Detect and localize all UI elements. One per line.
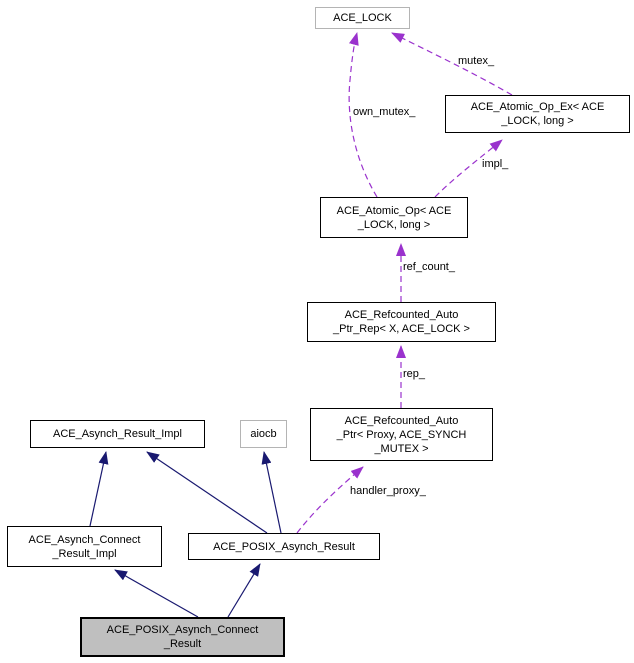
node-ace-refcounted-auto-ptr-rep[interactable]: ACE_Refcounted_Auto _Ptr_Rep< X, ACE_LOC…	[307, 302, 496, 342]
edge-usage-own-mutex	[348, 32, 378, 198]
node-ace-posix-asynch-connect-result: ACE_POSIX_Asynch_Connect _Result	[80, 617, 285, 657]
edge-inherit-connect-result-to-connect-impl	[114, 569, 199, 618]
edge-inherit-posix-result-to-result-impl	[146, 451, 268, 534]
edge-inherit-connect-result-to-posix-result	[227, 563, 261, 618]
node-ace-posix-asynch-result[interactable]: ACE_POSIX_Asynch_Result	[188, 533, 380, 560]
node-ace-asynch-result-impl[interactable]: ACE_Asynch_Result_Impl	[30, 420, 205, 448]
node-ace-atomic-op[interactable]: ACE_Atomic_Op< ACE _LOCK, long >	[320, 197, 468, 238]
edge-label-ref-count: ref_count_	[403, 261, 455, 273]
edge-inherit-posix-result-to-aiocb	[261, 451, 282, 534]
edge-usage-mutex	[391, 32, 513, 96]
node-ace-refcounted-auto-ptr[interactable]: ACE_Refcounted_Auto _Ptr< Proxy, ACE_SYN…	[310, 408, 493, 461]
edge-label-impl: impl_	[482, 158, 509, 170]
edge-usage-handler-proxy	[296, 466, 364, 534]
edge-usage-impl	[434, 139, 503, 198]
node-ace-asynch-connect-result-impl[interactable]: ACE_Asynch_Connect _Result_Impl	[7, 526, 162, 567]
edge-inherit-connect-impl-to-result-impl	[89, 451, 109, 527]
node-aiocb: aiocb	[240, 420, 287, 448]
edge-label-rep: rep_	[403, 368, 426, 380]
node-ace-lock: ACE_LOCK	[315, 7, 410, 29]
edge-label-mutex: mutex_	[458, 55, 495, 67]
node-ace-atomic-op-ex[interactable]: ACE_Atomic_Op_Ex< ACE _LOCK, long >	[445, 95, 630, 133]
edge-label-handler-proxy: handler_proxy_	[350, 485, 426, 497]
edge-label-own-mutex: own_mutex_	[353, 106, 416, 118]
